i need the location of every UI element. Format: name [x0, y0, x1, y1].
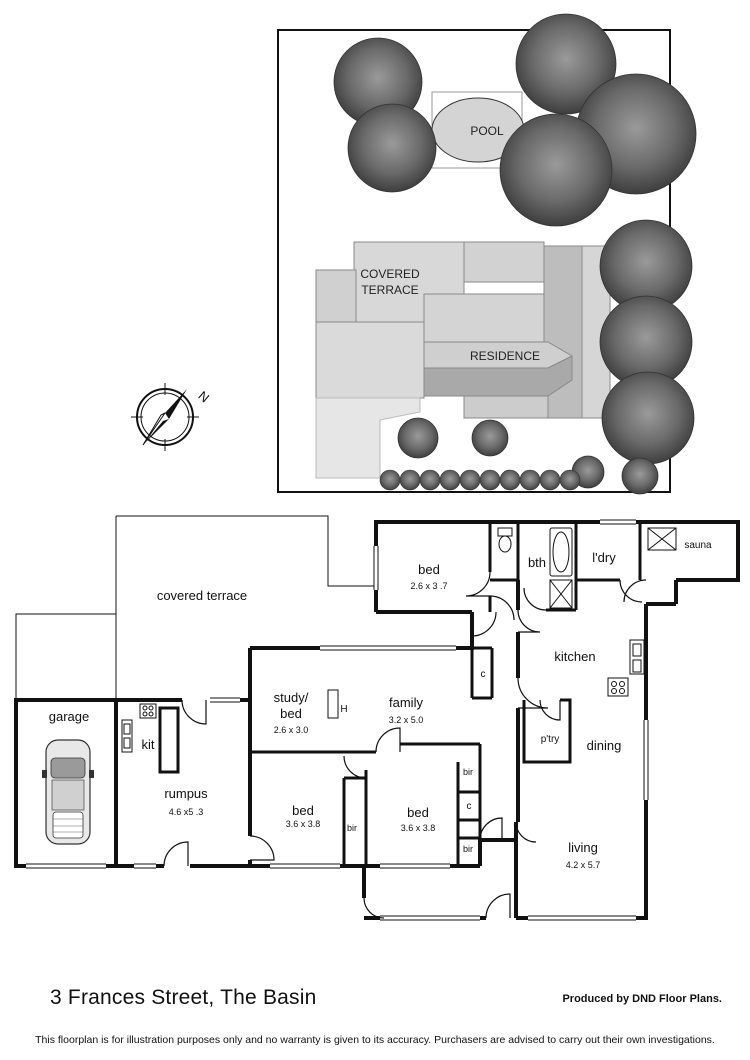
study-label-line2: bed — [280, 706, 302, 721]
house-floor-plan: covered terrace bed 2.6 x 3 .7 bth l'dry… — [14, 515, 740, 921]
bed1-dimensions: 2.6 x 3 .7 — [410, 581, 447, 591]
hedge — [379, 469, 581, 491]
cupboard2-label: c — [467, 801, 472, 812]
fixtures — [121, 527, 677, 753]
residence-roof — [315, 241, 611, 479]
bed2-label: bed — [292, 803, 314, 818]
living-dimensions: 4.2 x 5.7 — [566, 860, 601, 870]
family-label: family — [389, 695, 423, 710]
pool-label: POOL — [470, 124, 504, 138]
study-label-line1: study/ — [274, 690, 309, 705]
car-icon — [42, 739, 94, 845]
compass-icon — [131, 383, 199, 451]
covered-terrace-outline — [15, 515, 377, 700]
bir1-label: bir — [347, 823, 357, 833]
site-plan: POOL COVERED TERRACE RESIDENCE N — [131, 13, 697, 495]
covered-terrace-label-line2: TERRACE — [361, 283, 418, 297]
heater-label: H — [340, 704, 347, 715]
rumpus-dimensions: 4.6 x5 .3 — [169, 807, 204, 817]
dining-label: dining — [587, 738, 622, 753]
pantry-label: p'try — [541, 734, 560, 745]
family-dimensions: 3.2 x 5.0 — [389, 715, 424, 725]
property-address: 3 Frances Street, The Basin — [50, 986, 317, 1009]
kit-label: kit — [142, 737, 155, 752]
bir3-label: bir — [463, 844, 473, 854]
sauna-label: sauna — [684, 540, 712, 551]
disclaimer: This floorplan is for illustration purpo… — [35, 1034, 715, 1046]
producer-credit: Produced by DND Floor Plans. — [562, 993, 722, 1005]
bed1-label: bed — [418, 562, 440, 577]
cupboard-label: c — [481, 669, 486, 680]
covered-terrace-label-line1: COVERED — [360, 267, 420, 281]
rumpus-label: rumpus — [164, 786, 208, 801]
bed3-dimensions: 3.6 x 3.8 — [401, 823, 436, 833]
living-label: living — [568, 840, 598, 855]
laundry-label: l'dry — [592, 550, 616, 565]
bath-label: bth — [528, 555, 546, 570]
residence-label: RESIDENCE — [470, 349, 540, 363]
kitchen-label: kitchen — [554, 649, 595, 664]
bir2-label: bir — [463, 767, 473, 777]
bed3-label: bed — [407, 805, 429, 820]
garage-label: garage — [49, 709, 89, 724]
covered-terrace-room-label: covered terrace — [157, 588, 247, 603]
study-dimensions: 2.6 x 3.0 — [274, 725, 309, 735]
interior-walls — [158, 522, 642, 866]
windows — [26, 519, 649, 921]
compass-north-label: N — [196, 388, 213, 406]
bed2-dimensions: 3.6 x 3.8 — [286, 819, 321, 829]
door-swings — [163, 571, 647, 919]
trees — [333, 13, 697, 495]
